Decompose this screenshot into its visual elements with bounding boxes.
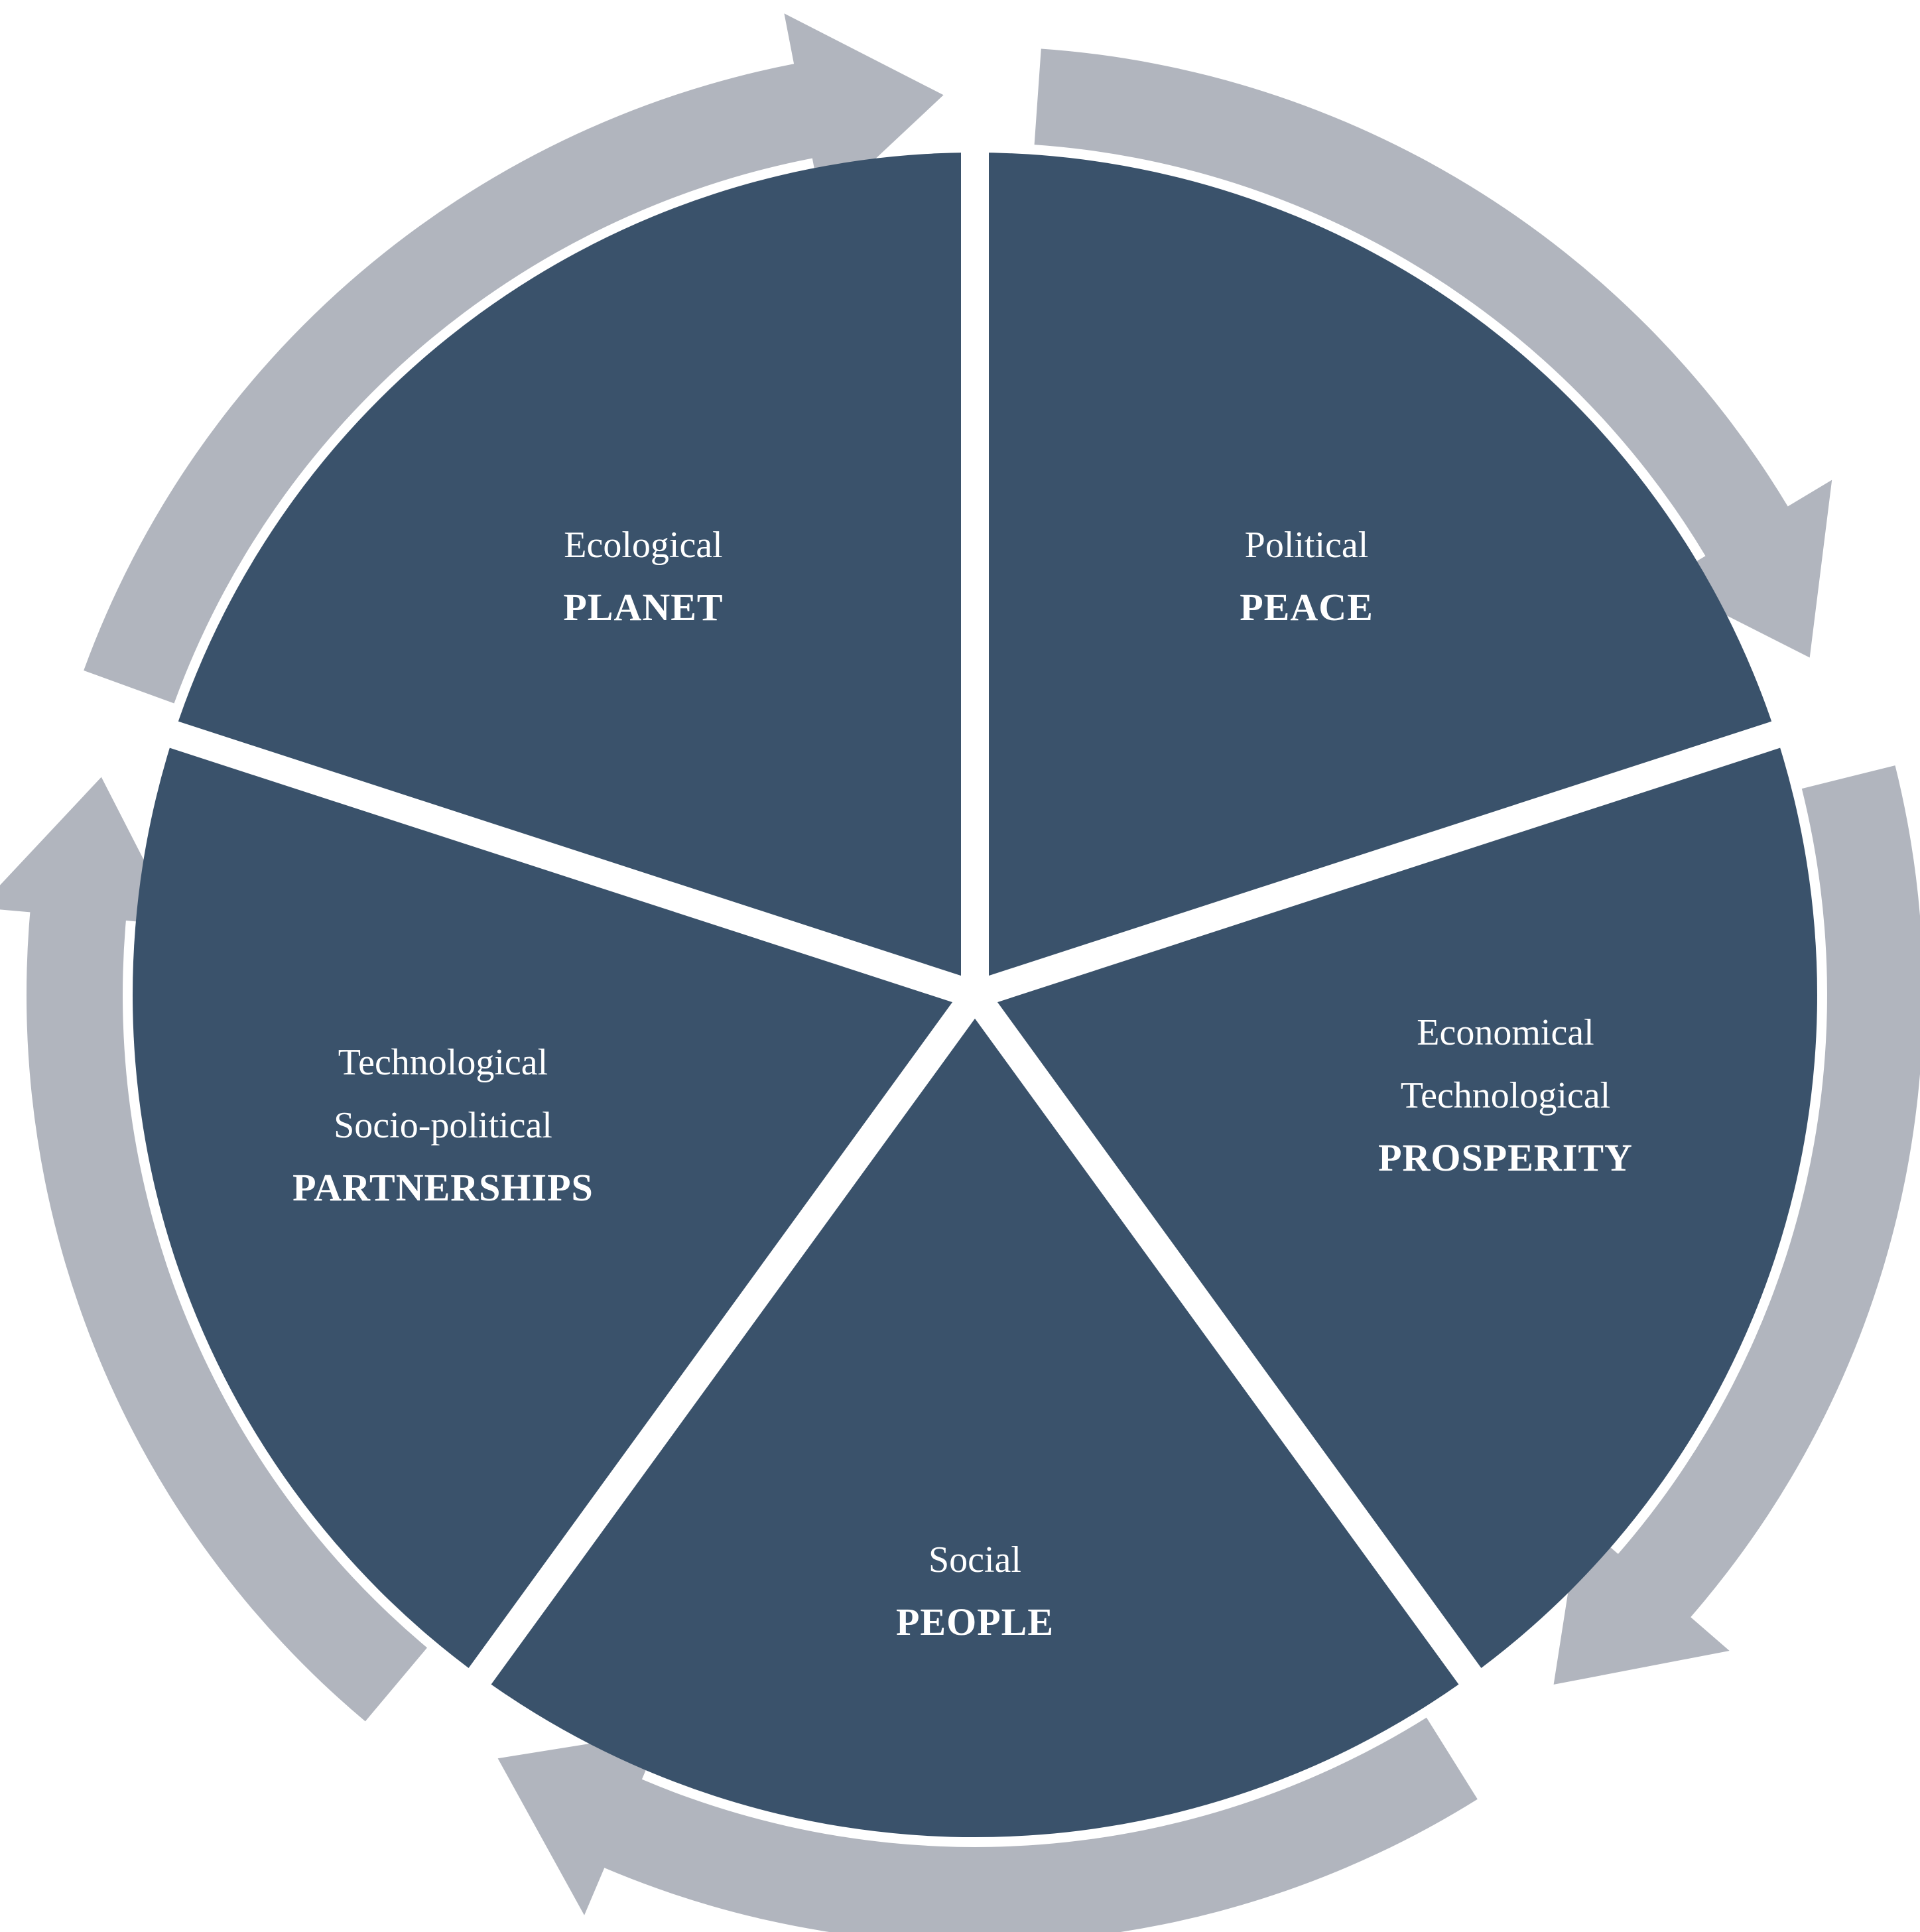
label-line-prosperity: Economical (1417, 1012, 1594, 1053)
segment-planet (174, 153, 976, 995)
label-title-planet: PLANET (563, 586, 723, 629)
segment-partnerships (133, 734, 975, 1677)
cycle-arrow-people (497, 1717, 1478, 1932)
cycle-arrow-partnerships (0, 777, 427, 1722)
segments (0, 153, 1920, 1856)
label-title-partnerships: PARTNERSHIPS (292, 1166, 594, 1209)
cycle-arrows (0, 13, 1920, 1932)
label-line-planet: Ecological (564, 525, 722, 566)
label-title-people: PEOPLE (896, 1600, 1054, 1643)
segment-divider (964, 986, 1606, 1856)
label-line-partnerships: Socio-political (334, 1105, 552, 1146)
cycle-arrow-peace (1034, 48, 1832, 658)
label-line-prosperity: Technological (1401, 1075, 1610, 1116)
segment-people (480, 995, 1470, 1838)
segment-divider (0, 663, 980, 1008)
label-title-peace: PEACE (1240, 586, 1374, 629)
center-hub (952, 972, 997, 1017)
label-line-partnerships: Technological (338, 1042, 548, 1083)
cycle-arrow-prosperity (1553, 765, 1920, 1685)
cycle-arrow-planet (84, 13, 944, 704)
segment-divider (970, 673, 1920, 1008)
label-line-people: Social (928, 1539, 1021, 1580)
label-title-prosperity: PROSPERITY (1378, 1136, 1633, 1179)
segment-prosperity (975, 734, 1817, 1677)
segment-peace (975, 153, 1776, 995)
label-line-peace: Political (1245, 525, 1369, 566)
segment-divider (344, 986, 986, 1856)
